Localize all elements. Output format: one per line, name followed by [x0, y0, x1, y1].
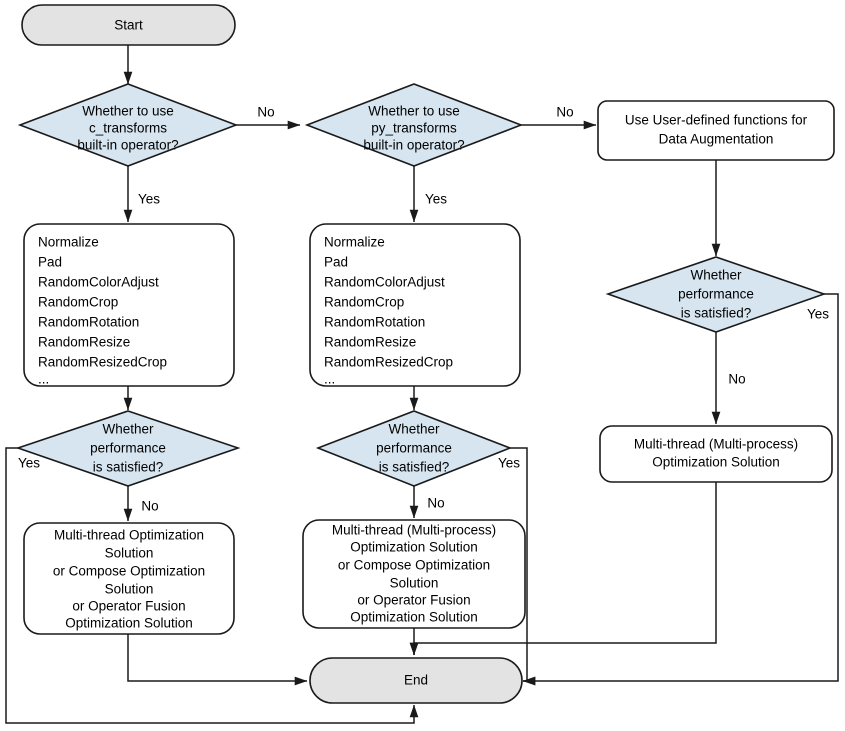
perf-right-line-2: performance — [678, 287, 754, 302]
opt-mid-line-5: or Operator Fusion — [357, 593, 470, 608]
edge-perf-right-yes-to-end — [522, 293, 839, 686]
opt-left-line-1: Multi-thread Optimization — [54, 528, 204, 543]
perf-mid-line-2: performance — [376, 441, 452, 456]
node-decision-performance-right[interactable]: Whether performance is satisfied? — [605, 256, 827, 333]
c-ops-line-7: RandomResizedCrop — [38, 355, 167, 370]
c-ops-line-4: RandomCrop — [38, 295, 118, 310]
perf-left-line-1: Whether — [102, 422, 154, 437]
py-ops-line-3: RandomColorAdjust — [324, 275, 445, 290]
node-decision-c-transforms[interactable]: Whether to use c_transforms built-in ope… — [17, 83, 239, 167]
connectors-layer — [5, 45, 839, 724]
edge-label-c-yes: Yes — [138, 192, 160, 207]
opt-left-line-2: Solution — [105, 546, 154, 561]
opt-right-line-1: Multi-thread (Multi-process) — [634, 437, 798, 452]
edge-label-py-no: No — [556, 105, 573, 120]
opt-left-line-6: Optimization Solution — [65, 616, 193, 631]
decision-py-line-1: Whether to use — [368, 104, 460, 119]
user-defined-line-1: Use User-defined functions for — [625, 113, 808, 128]
edge-label-perf-right-yes: Yes — [807, 307, 829, 322]
c-ops-line-1: Normalize — [38, 235, 99, 250]
edge-label-perf-mid-yes: Yes — [498, 456, 520, 471]
decision-py-line-2: py_transforms — [371, 121, 457, 136]
decision-c-line-2: c_transforms — [89, 121, 167, 136]
py-ops-line-6: RandomResize — [324, 335, 416, 350]
edge-label-perf-mid-no: No — [427, 496, 444, 511]
decision-c-line-3: built-in operator? — [77, 138, 178, 153]
perf-right-line-1: Whether — [690, 268, 742, 283]
opt-mid-line-1: Multi-thread (Multi-process) — [332, 523, 496, 538]
node-decision-performance-middle[interactable]: Whether performance is satisfied? — [315, 410, 513, 487]
opt-left-line-4: Solution — [105, 582, 154, 597]
c-ops-line-2: Pad — [38, 255, 62, 270]
opt-mid-line-6: Optimization Solution — [350, 610, 478, 625]
py-ops-line-1: Normalize — [324, 235, 385, 250]
c-ops-line-6: RandomResize — [38, 335, 130, 350]
edge-perf-left-yes-to-end — [5, 447, 419, 724]
edge-opt-right-to-end — [409, 482, 717, 656]
edge-label-perf-right-no: No — [728, 372, 745, 387]
c-ops-line-3: RandomColorAdjust — [38, 275, 159, 290]
opt-right-line-2: Optimization Solution — [652, 455, 780, 470]
py-ops-line-5: RandomRotation — [324, 315, 425, 330]
decision-py-line-3: built-in operator? — [363, 138, 464, 153]
edge-label-py-yes: Yes — [425, 192, 447, 207]
opt-mid-line-4: Solution — [390, 576, 439, 591]
opt-left-line-5: or Operator Fusion — [72, 599, 185, 614]
node-end-label: End — [404, 673, 428, 688]
perf-right-line-3: is satisfied? — [681, 306, 752, 321]
c-ops-line-5: RandomRotation — [38, 315, 139, 330]
node-optimization-left[interactable]: Multi-thread Optimization Solution or Co… — [23, 522, 235, 635]
edge-label-perf-left-yes: Yes — [18, 456, 40, 471]
node-start[interactable]: Start — [21, 4, 236, 46]
node-c-transform-operators[interactable]: Normalize Pad RandomColorAdjust RandomCr… — [23, 223, 235, 387]
node-decision-py-transforms[interactable]: Whether to use py_transforms built-in op… — [304, 83, 524, 167]
perf-left-line-3: is satisfied? — [93, 460, 164, 475]
opt-left-line-3: or Compose Optimization — [53, 564, 205, 579]
node-py-transform-operators[interactable]: Normalize Pad RandomColorAdjust RandomCr… — [309, 223, 521, 387]
py-ops-line-8: ... — [324, 372, 335, 387]
decision-c-line-1: Whether to use — [82, 104, 174, 119]
node-start-label: Start — [114, 18, 143, 33]
opt-mid-line-2: Optimization Solution — [350, 540, 478, 555]
edge-label-c-no: No — [257, 105, 274, 120]
edge-label-perf-left-no: No — [141, 499, 158, 514]
py-ops-line-2: Pad — [324, 255, 348, 270]
edge-labels-layer: No Yes No Yes Yes No Yes No Yes No — [18, 105, 829, 514]
py-ops-line-7: RandomResizedCrop — [324, 355, 453, 370]
node-user-defined-functions[interactable]: Use User-defined functions for Data Augm… — [597, 100, 835, 161]
perf-mid-line-3: is satisfied? — [379, 460, 450, 475]
node-optimization-right[interactable]: Multi-thread (Multi-process) Optimizatio… — [599, 425, 833, 483]
opt-mid-line-3: or Compose Optimization — [338, 558, 490, 573]
node-optimization-middle[interactable]: Multi-thread (Multi-process) Optimizatio… — [302, 519, 526, 629]
perf-left-line-2: performance — [90, 441, 166, 456]
edge-opt-left-to-end — [127, 634, 308, 686]
py-ops-line-4: RandomCrop — [324, 295, 404, 310]
user-defined-line-2: Data Augmentation — [659, 132, 774, 147]
perf-mid-line-1: Whether — [388, 422, 440, 437]
node-decision-performance-left[interactable]: Whether performance is satisfied? — [15, 410, 241, 487]
c-ops-line-8: ... — [38, 372, 49, 387]
node-end[interactable]: End — [309, 657, 523, 704]
